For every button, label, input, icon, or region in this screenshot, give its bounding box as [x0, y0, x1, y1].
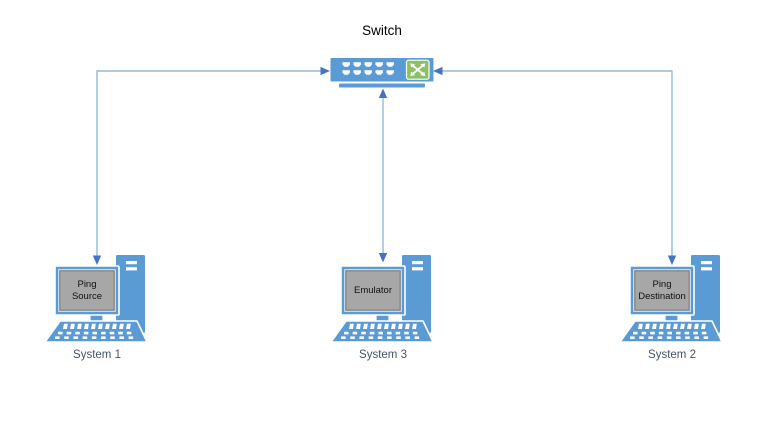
node-caption: System 2 — [648, 349, 696, 361]
node-caption: System 3 — [359, 349, 407, 361]
switch-label: Switch — [362, 23, 402, 38]
arrow-left-icon — [433, 66, 443, 76]
screen-label: Emulator — [353, 284, 392, 296]
node-system-2: Ping Destination System 2 — [620, 253, 724, 368]
connector-system2-switch — [433, 66, 677, 265]
arrow-up-icon — [378, 88, 388, 98]
connector-system3-switch — [378, 88, 388, 263]
node-system-1: Ping Source System 1 — [45, 253, 149, 368]
screen-label: Ping Destination — [638, 279, 686, 302]
network-switch-icon — [330, 58, 434, 88]
connector-system1-switch — [92, 66, 330, 265]
node-caption: System 1 — [73, 349, 121, 361]
screen-label: Ping Source — [71, 279, 103, 302]
node-system-3: Emulator System 3 — [331, 253, 435, 368]
arrow-down-icon — [667, 255, 677, 265]
crossover-module-icon — [405, 59, 430, 80]
arrow-down-icon — [92, 255, 102, 265]
arrow-right-icon — [320, 66, 330, 76]
arrow-down-icon — [378, 253, 388, 263]
